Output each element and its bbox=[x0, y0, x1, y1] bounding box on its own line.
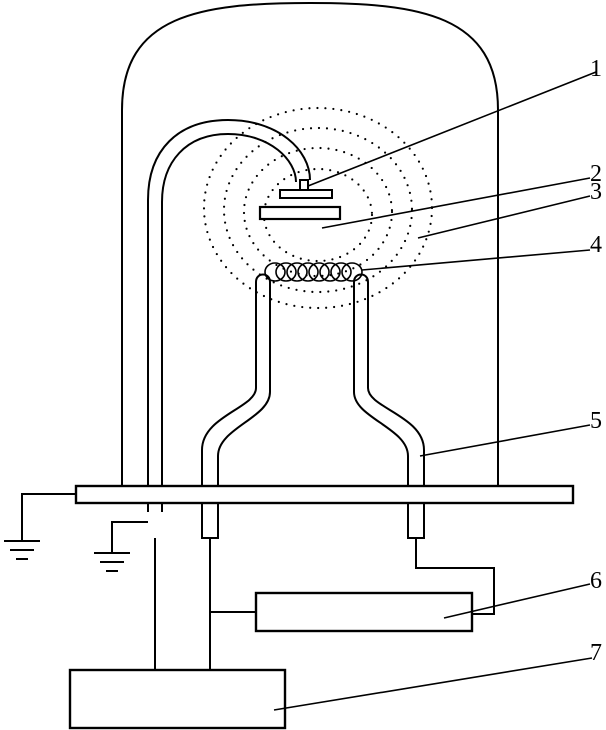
label-7: 7 bbox=[590, 640, 602, 666]
ground-symbol-right bbox=[94, 521, 148, 572]
leader-lines bbox=[273, 71, 597, 711]
substrate bbox=[258, 205, 342, 221]
label-1: 1 bbox=[590, 56, 602, 82]
box-6 bbox=[254, 591, 474, 633]
label-4: 4 bbox=[590, 232, 602, 258]
electrode-rod-left bbox=[201, 273, 271, 539]
bell-jar bbox=[121, 1, 499, 486]
label-3: 3 bbox=[590, 179, 602, 205]
electrode-rod-right bbox=[353, 273, 425, 539]
substrate-holder bbox=[279, 179, 333, 199]
base-plate bbox=[74, 484, 575, 505]
filament-coil bbox=[264, 262, 363, 282]
label-6: 6 bbox=[590, 568, 602, 594]
curved-holder-tube bbox=[147, 118, 311, 512]
label-5: 5 bbox=[590, 408, 602, 434]
label-2: 2 bbox=[590, 161, 602, 187]
wires bbox=[154, 538, 495, 670]
ground-symbol-left bbox=[4, 493, 76, 560]
box-7 bbox=[68, 668, 287, 730]
